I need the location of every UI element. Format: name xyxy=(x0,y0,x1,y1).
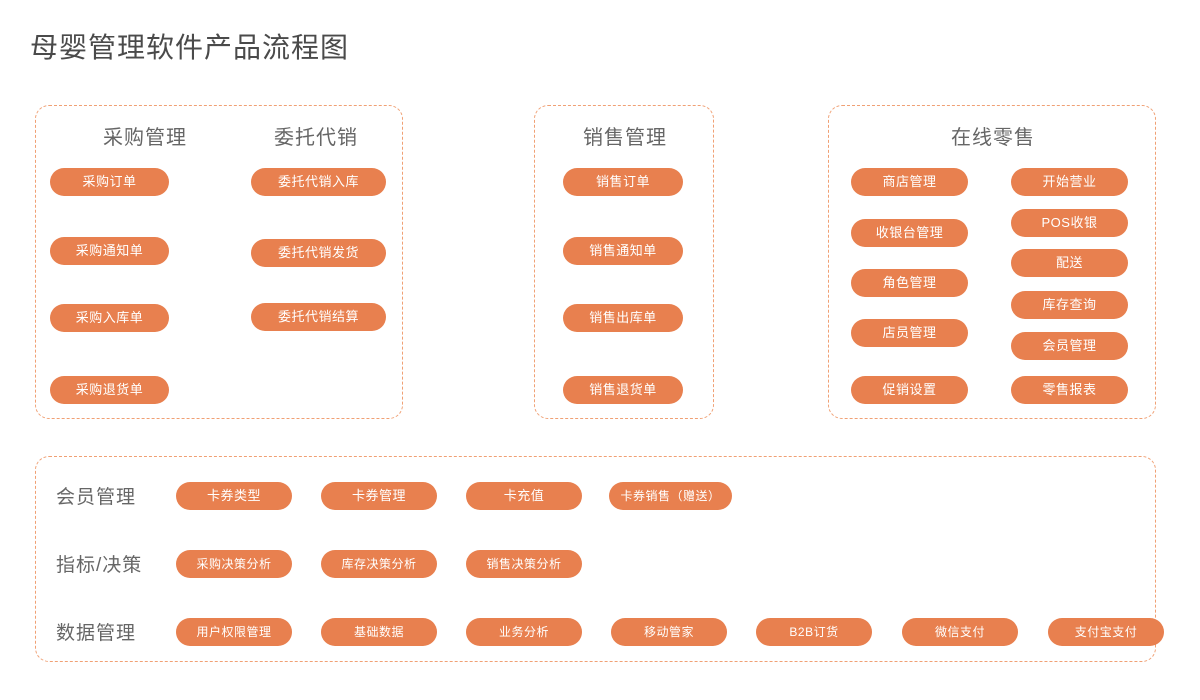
pill-user-permission-management[interactable]: 用户权限管理 xyxy=(176,618,292,646)
pill-sales-notice[interactable]: 销售通知单 xyxy=(563,237,683,265)
pill-card-coupon-management[interactable]: 卡券管理 xyxy=(321,482,437,510)
pill-purchase-return[interactable]: 采购退货单 xyxy=(50,376,169,404)
pill-promotion-settings[interactable]: 促销设置 xyxy=(851,376,968,404)
pill-basic-data[interactable]: 基础数据 xyxy=(321,618,437,646)
pill-inventory-decision-analysis[interactable]: 库存决策分析 xyxy=(321,550,437,578)
panel-online-retail: 在线零售 商店管理 收银台管理 角色管理 店员管理 促销设置 开始营业 POS收… xyxy=(828,105,1156,419)
pill-card-coupon-type[interactable]: 卡券类型 xyxy=(176,482,292,510)
pill-purchase-inbound[interactable]: 采购入库单 xyxy=(50,304,169,332)
panel-purchase-consignment: 采购管理 委托代销 采购订单 采购通知单 采购入库单 采购退货单 委托代销入库 … xyxy=(35,105,403,419)
panel-title-purchase: 采购管理 xyxy=(103,127,187,149)
row-label-data-management: 数据管理 xyxy=(56,623,137,644)
row-label-metrics-decision: 指标/决策 xyxy=(56,555,143,576)
panel-platform-services: 会员管理 卡券类型 卡券管理 卡充值 卡券销售（赠送） 指标/决策 采购决策分析… xyxy=(35,456,1164,662)
pill-b2b-ordering[interactable]: B2B订货 xyxy=(756,618,872,646)
pill-card-coupon-sale-gift[interactable]: 卡券销售（赠送） xyxy=(609,482,732,510)
pill-purchase-decision-analysis[interactable]: 采购决策分析 xyxy=(176,550,292,578)
pill-inventory-query[interactable]: 库存查询 xyxy=(1011,291,1128,319)
pill-consignment-inbound[interactable]: 委托代销入库 xyxy=(251,168,386,196)
pill-clerk-management[interactable]: 店员管理 xyxy=(851,319,968,347)
pill-mobile-housekeeper[interactable]: 移动管家 xyxy=(611,618,727,646)
pill-cashier-desk-management[interactable]: 收银台管理 xyxy=(851,219,968,247)
pill-business-analysis[interactable]: 业务分析 xyxy=(466,618,582,646)
pill-store-management[interactable]: 商店管理 xyxy=(851,168,968,196)
pill-alipay-pay[interactable]: 支付宝支付 xyxy=(1048,618,1164,646)
panel-title-sales: 销售管理 xyxy=(583,127,667,149)
pill-retail-report[interactable]: 零售报表 xyxy=(1011,376,1128,404)
panel-sales: 销售管理 销售订单 销售通知单 销售出库单 销售退货单 xyxy=(534,105,714,419)
pill-purchase-notice[interactable]: 采购通知单 xyxy=(50,237,169,265)
panel-title-online-retail: 在线零售 xyxy=(951,127,1035,149)
panel-title-consignment: 委托代销 xyxy=(274,127,358,149)
pill-consignment-settlement[interactable]: 委托代销结算 xyxy=(251,303,386,331)
row-label-member-management: 会员管理 xyxy=(56,487,137,508)
pill-start-business[interactable]: 开始营业 xyxy=(1011,168,1128,196)
pill-card-recharge[interactable]: 卡充值 xyxy=(466,482,582,510)
pill-member-management[interactable]: 会员管理 xyxy=(1011,332,1128,360)
pill-sales-outbound[interactable]: 销售出库单 xyxy=(563,304,683,332)
pill-wechat-pay[interactable]: 微信支付 xyxy=(902,618,1018,646)
pill-pos-checkout[interactable]: POS收银 xyxy=(1011,209,1128,237)
pill-purchase-order[interactable]: 采购订单 xyxy=(50,168,169,196)
pill-consignment-shipment[interactable]: 委托代销发货 xyxy=(251,239,386,267)
pill-delivery[interactable]: 配送 xyxy=(1011,249,1128,277)
pill-sales-decision-analysis[interactable]: 销售决策分析 xyxy=(466,550,582,578)
pill-sales-order[interactable]: 销售订单 xyxy=(563,168,683,196)
page-title: 母婴管理软件产品流程图 xyxy=(30,32,350,63)
pill-sales-return[interactable]: 销售退货单 xyxy=(563,376,683,404)
pill-role-management[interactable]: 角色管理 xyxy=(851,269,968,297)
